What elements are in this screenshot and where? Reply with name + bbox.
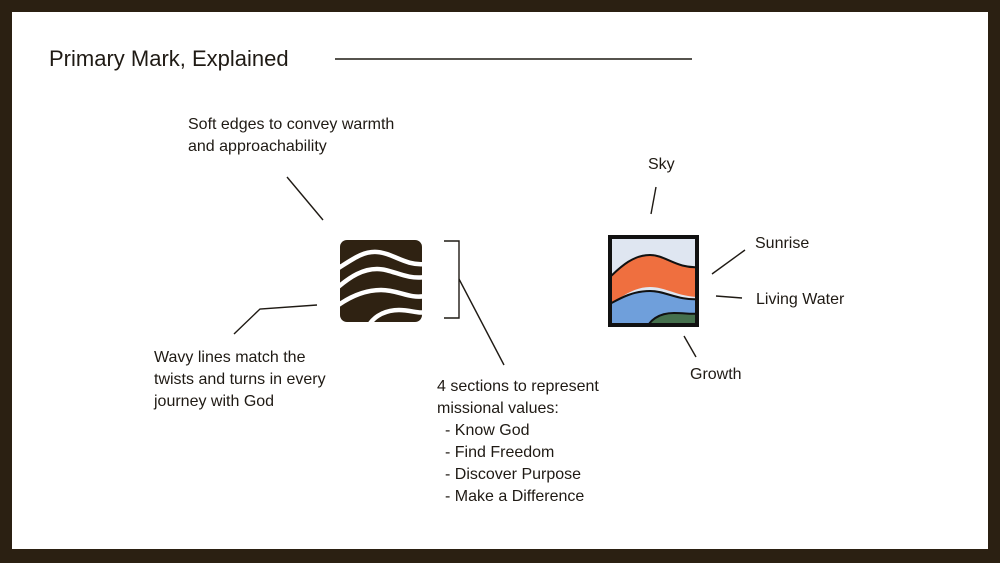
- soft-edges-leader: [286, 176, 324, 221]
- missional-values-list: - Know God - Find Freedom - Discover Pur…: [437, 420, 599, 508]
- slide: Primary Mark, Explained: [12, 12, 988, 549]
- sky-label: Sky: [648, 156, 675, 173]
- sky-leader: [650, 186, 657, 215]
- leader-lines: [233, 58, 746, 366]
- page-title: Primary Mark, Explained: [49, 46, 289, 71]
- primary-mark-brown-logo: [340, 240, 422, 322]
- primary-mark-color-logo: [608, 235, 699, 327]
- soft-edges-annotation: Soft edges to convey warmth and approach…: [188, 116, 395, 155]
- sunrise-section: [612, 255, 695, 303]
- living-water-leader: [715, 295, 743, 299]
- value-item: - Find Freedom: [445, 444, 555, 461]
- wavy-lines-leader: [233, 304, 318, 335]
- sections-annotation: 4 sections to represent missional values…: [437, 376, 599, 508]
- value-item: - Discover Purpose: [445, 466, 582, 483]
- sections-leader: [458, 278, 505, 366]
- growth-label: Growth: [690, 366, 742, 383]
- growth-leader: [683, 335, 697, 358]
- sunrise-leader: [711, 249, 746, 275]
- value-item: - Know God: [445, 422, 530, 439]
- sections-bracket: [444, 240, 460, 319]
- wavy-lines-annotation: Wavy lines match the twists and turns in…: [154, 349, 326, 410]
- living-water-label: Living Water: [756, 291, 845, 308]
- value-item: - Make a Difference: [445, 488, 585, 505]
- sunrise-label: Sunrise: [755, 235, 810, 252]
